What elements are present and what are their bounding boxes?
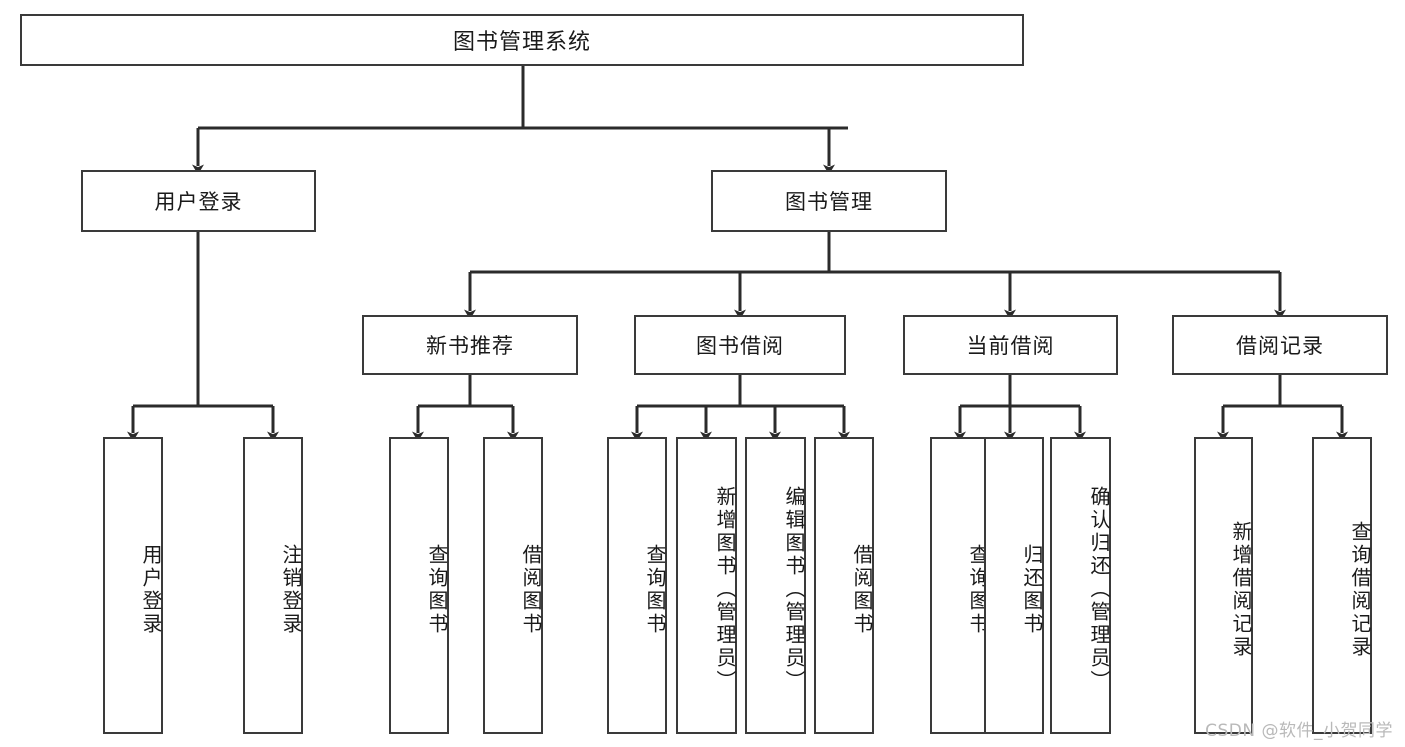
node-label: 新增借阅记录 <box>1229 520 1253 659</box>
node-label: 图书借阅 <box>696 334 784 358</box>
node-root-book-management-system[interactable]: 图书管理系统 <box>20 14 1024 66</box>
node-label: 借阅记录 <box>1236 334 1324 358</box>
node-borrow-record[interactable]: 借阅记录 <box>1172 315 1388 375</box>
node-label: 确认归还（管理员） <box>1087 486 1111 693</box>
node-label: 新书推荐 <box>426 334 514 358</box>
node-label: 图书管理 <box>785 190 873 214</box>
node-new-book-recommendation[interactable]: 新书推荐 <box>362 315 578 375</box>
leaf-user-login[interactable]: 用户登录 <box>103 437 163 734</box>
node-label: 注销登录 <box>279 543 303 636</box>
leaf-borrow-book-borrow[interactable]: 借阅图书 <box>814 437 874 734</box>
node-label: 查询图书 <box>643 543 667 636</box>
leaf-logout-login[interactable]: 注销登录 <box>243 437 303 734</box>
node-user-login[interactable]: 用户登录 <box>81 170 316 232</box>
leaf-query-book-current[interactable]: 查询图书 <box>930 437 990 734</box>
node-label: 编辑图书（管理员） <box>782 486 806 693</box>
node-label: 用户登录 <box>139 543 163 636</box>
leaf-add-borrow-record[interactable]: 新增借阅记录 <box>1194 437 1253 734</box>
leaf-query-borrow-record[interactable]: 查询借阅记录 <box>1312 437 1372 734</box>
node-label: 借阅图书 <box>850 543 874 636</box>
leaf-confirm-return-admin[interactable]: 确认归还（管理员） <box>1050 437 1111 734</box>
node-current-borrow[interactable]: 当前借阅 <box>903 315 1118 375</box>
node-label: 归还图书 <box>1020 543 1044 636</box>
node-label: 用户登录 <box>154 190 243 214</box>
node-label: 查询借阅记录 <box>1348 520 1372 659</box>
node-book-management[interactable]: 图书管理 <box>711 170 947 232</box>
leaf-query-book-new-rec[interactable]: 查询图书 <box>389 437 449 734</box>
watermark-text: CSDN @软件_小贺同学 <box>1205 721 1393 741</box>
node-label: 当前借阅 <box>966 334 1055 358</box>
leaf-return-book[interactable]: 归还图书 <box>984 437 1044 734</box>
node-label: 查询图书 <box>425 543 449 636</box>
leaf-query-book-borrow[interactable]: 查询图书 <box>607 437 667 734</box>
node-label: 图书管理系统 <box>452 30 591 55</box>
node-book-borrow[interactable]: 图书借阅 <box>634 315 846 375</box>
leaf-borrow-book-new-rec[interactable]: 借阅图书 <box>483 437 543 734</box>
leaf-add-book-admin[interactable]: 新增图书（管理员） <box>676 437 737 734</box>
node-label: 新增图书（管理员） <box>713 486 737 693</box>
node-label: 借阅图书 <box>519 543 543 636</box>
leaf-edit-book-admin[interactable]: 编辑图书（管理员） <box>745 437 806 734</box>
